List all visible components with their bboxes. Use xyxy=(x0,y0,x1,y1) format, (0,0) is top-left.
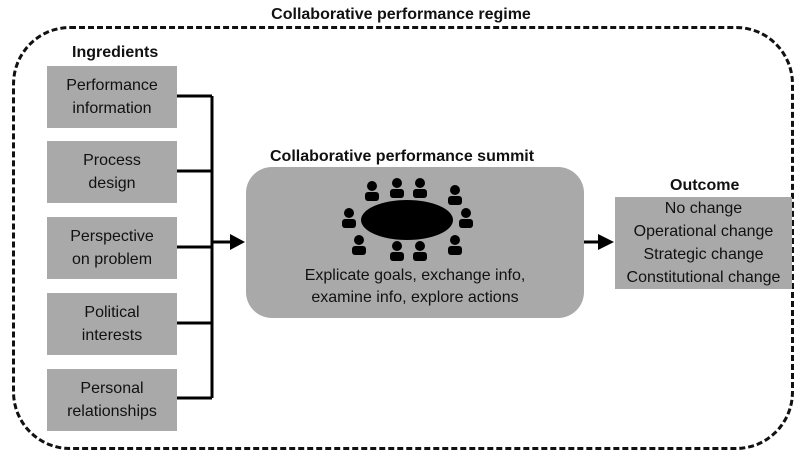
ingredients-title: Ingredients xyxy=(72,44,159,61)
arrow-to-outcome-icon xyxy=(598,234,614,250)
ingredient-label-line1: Personal xyxy=(80,380,144,397)
person-icon xyxy=(390,241,404,261)
summit-line2: examine info, explore actions xyxy=(311,289,519,306)
arrow-to-summit-icon xyxy=(230,234,245,250)
meeting-table-icon xyxy=(342,178,473,261)
outcome-item: Constitutional change xyxy=(626,269,781,286)
ingredient-bracket xyxy=(177,94,232,400)
ingredient-label-line2: interests xyxy=(81,327,143,344)
outcome-title: Outcome xyxy=(670,177,740,194)
outcome-item: Strategic change xyxy=(643,246,764,263)
regime-boundary xyxy=(12,26,794,450)
summit-title: Collaborative performance summit xyxy=(270,148,535,165)
ingredient-label-line2: relationships xyxy=(67,403,157,420)
ingredient-label-line1: Performance xyxy=(66,77,158,94)
person-icon xyxy=(365,181,379,201)
ingredient-label-line1: Process xyxy=(83,152,141,169)
ingredient-performance-information: Performance information xyxy=(47,66,177,128)
ingredient-label-line1: Perspective xyxy=(70,228,154,245)
outcome-item: No change xyxy=(664,200,743,217)
ingredient-process-design: Process design xyxy=(47,141,177,203)
outcome-box: No change Operational change Strategic c… xyxy=(615,197,792,289)
person-icon xyxy=(413,178,427,198)
summit-line1: Explicate goals, exchange info, xyxy=(304,267,526,284)
person-icon xyxy=(459,208,473,228)
person-icon xyxy=(352,235,366,255)
outcome-item: Operational change xyxy=(633,223,774,240)
ingredient-political-interests: Political interests xyxy=(47,293,177,355)
ingredient-label-line2: on problem xyxy=(71,251,153,268)
ingredient-perspective-on-problem: Perspective on problem xyxy=(47,217,177,279)
person-icon xyxy=(390,178,404,198)
person-icon xyxy=(448,185,462,205)
ingredient-label-line2: information xyxy=(72,100,152,117)
person-icon xyxy=(413,241,427,261)
summit-description: Explicate goals, exchange info, examine … xyxy=(246,265,584,309)
ingredient-personal-relationships: Personal relationships xyxy=(47,369,177,431)
ingredient-label-line2: design xyxy=(88,175,136,192)
person-icon xyxy=(448,235,462,255)
ingredient-label-line1: Political xyxy=(84,304,140,321)
person-icon xyxy=(342,208,356,228)
regime-title: Collaborative performance regime xyxy=(0,6,802,24)
